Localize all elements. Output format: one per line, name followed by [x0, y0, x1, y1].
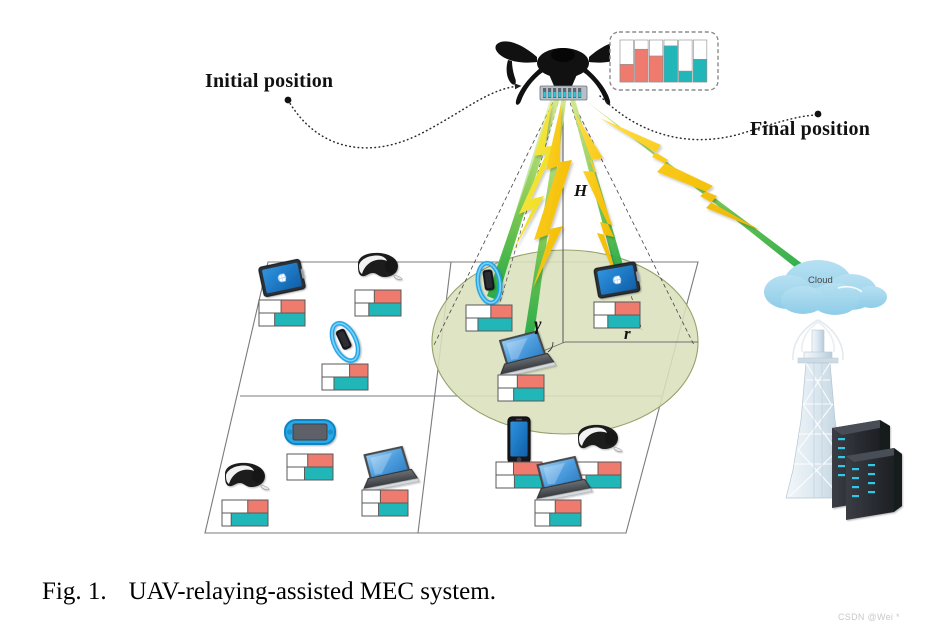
inset-bar — [663, 45, 678, 83]
task-red-bar — [247, 499, 269, 514]
uav-mec-server — [539, 85, 588, 101]
task-teal-bar — [585, 474, 622, 489]
cloud-shape — [764, 260, 887, 315]
task-teal-bar — [549, 512, 582, 527]
bolt-center-left — [533, 104, 572, 288]
device-icon-vr-headset — [358, 252, 403, 280]
task-teal-bar — [368, 302, 402, 317]
task-indicator — [221, 499, 269, 527]
inset-bar-chart — [609, 31, 719, 91]
radius-symbol-label: r — [624, 324, 631, 343]
trajectory-initial-segment — [287, 83, 522, 149]
devices-layer — [221, 252, 642, 527]
task-indicator — [361, 489, 409, 517]
angle-arc — [547, 341, 554, 353]
task-teal-bar — [477, 317, 513, 332]
device-icon-laptop — [498, 330, 557, 379]
device-icon-smartband — [475, 260, 503, 306]
task-indicator — [497, 374, 545, 402]
task-indicator — [495, 461, 543, 489]
inset-bar — [678, 70, 693, 83]
inset-bar — [619, 64, 634, 83]
device-tablet[interactable] — [593, 261, 642, 329]
bolt-to-cloud — [600, 118, 760, 230]
initial-position-label: Initial position — [205, 70, 334, 92]
task-indicator — [258, 299, 306, 327]
device-icon-smartband — [329, 321, 361, 363]
uav-trajectory — [287, 83, 817, 149]
task-red-bar — [597, 461, 622, 476]
cloud-infrastructure — [764, 260, 887, 315]
trajectory-final-segment — [599, 95, 817, 141]
task-teal-bar — [513, 387, 545, 402]
caption-number: Fig. 1. — [42, 578, 107, 605]
server-racks — [832, 420, 902, 520]
task-teal-bar — [230, 512, 269, 527]
inset-bar — [634, 48, 649, 83]
altitude-symbol-label: H — [574, 181, 588, 200]
cone-edge-right — [569, 95, 695, 346]
device-laptop[interactable] — [531, 455, 593, 527]
task-indicator — [321, 363, 369, 391]
task-red-bar — [280, 299, 306, 314]
cone-edge-left — [433, 95, 557, 346]
device-console[interactable] — [284, 419, 336, 481]
task-red-bar — [614, 301, 641, 316]
bolt-center-right — [574, 112, 622, 292]
device-icon-laptop — [535, 455, 593, 503]
final-position-dot — [814, 110, 822, 118]
angle-symbol-label: γ — [534, 314, 542, 334]
task-teal-bar — [333, 376, 369, 391]
task-indicator — [534, 499, 582, 527]
device-smartband[interactable] — [321, 319, 369, 391]
task-red-bar — [307, 453, 334, 468]
task-teal-bar — [303, 466, 334, 481]
wireless-link-bolts — [512, 100, 760, 292]
device-laptop[interactable] — [493, 329, 557, 402]
task-teal-bar — [607, 314, 641, 329]
inset-bar — [649, 55, 664, 83]
task-teal-bar — [513, 474, 543, 489]
inset-bar — [693, 59, 708, 83]
task-red-bar — [554, 499, 582, 514]
final-position-label: Final position — [750, 118, 871, 140]
device-icon-tablet — [258, 258, 306, 298]
device-smartband[interactable] — [465, 260, 513, 332]
device-laptop[interactable] — [358, 445, 420, 517]
task-indicator — [286, 453, 334, 481]
task-teal-bar — [378, 502, 409, 517]
task-red-bar — [490, 304, 513, 319]
initial-position-dot — [284, 96, 292, 104]
task-red-bar — [379, 489, 409, 504]
device-vr-headset[interactable] — [221, 462, 270, 527]
device-vr-headset[interactable] — [574, 424, 623, 489]
device-vr-headset[interactable] — [354, 252, 403, 317]
cloud-highlight — [837, 285, 863, 293]
task-indicator — [465, 304, 513, 332]
device-icon-vr-headset — [225, 462, 270, 490]
device-icon-tablet — [593, 261, 641, 299]
task-red-bar — [516, 374, 545, 389]
caption-body: UAV-relaying-assisted MEC system. — [128, 578, 496, 605]
task-teal-bar — [274, 312, 306, 327]
task-indicator — [574, 461, 622, 489]
inset-chart-bars — [619, 39, 708, 83]
task-red-bar — [349, 363, 369, 378]
bolt-left — [512, 100, 556, 253]
signal-waves — [792, 319, 844, 361]
task-indicator — [593, 301, 641, 329]
watermark-label: CSDN @Wei * — [838, 612, 900, 622]
figure-caption: Fig. 1. UAV-relaying-assisted MEC system. — [42, 578, 496, 606]
device-icon-laptop — [362, 445, 420, 493]
device-icon-smartphone — [507, 416, 531, 464]
task-red-bar — [373, 289, 402, 304]
device-icon-console — [284, 419, 336, 445]
device-tablet[interactable] — [258, 258, 307, 327]
cone-edge-inner-left — [491, 95, 561, 331]
device-icon-vr-headset — [578, 424, 623, 452]
task-indicator — [354, 289, 402, 317]
cloud-text-label: Cloud — [808, 275, 833, 286]
